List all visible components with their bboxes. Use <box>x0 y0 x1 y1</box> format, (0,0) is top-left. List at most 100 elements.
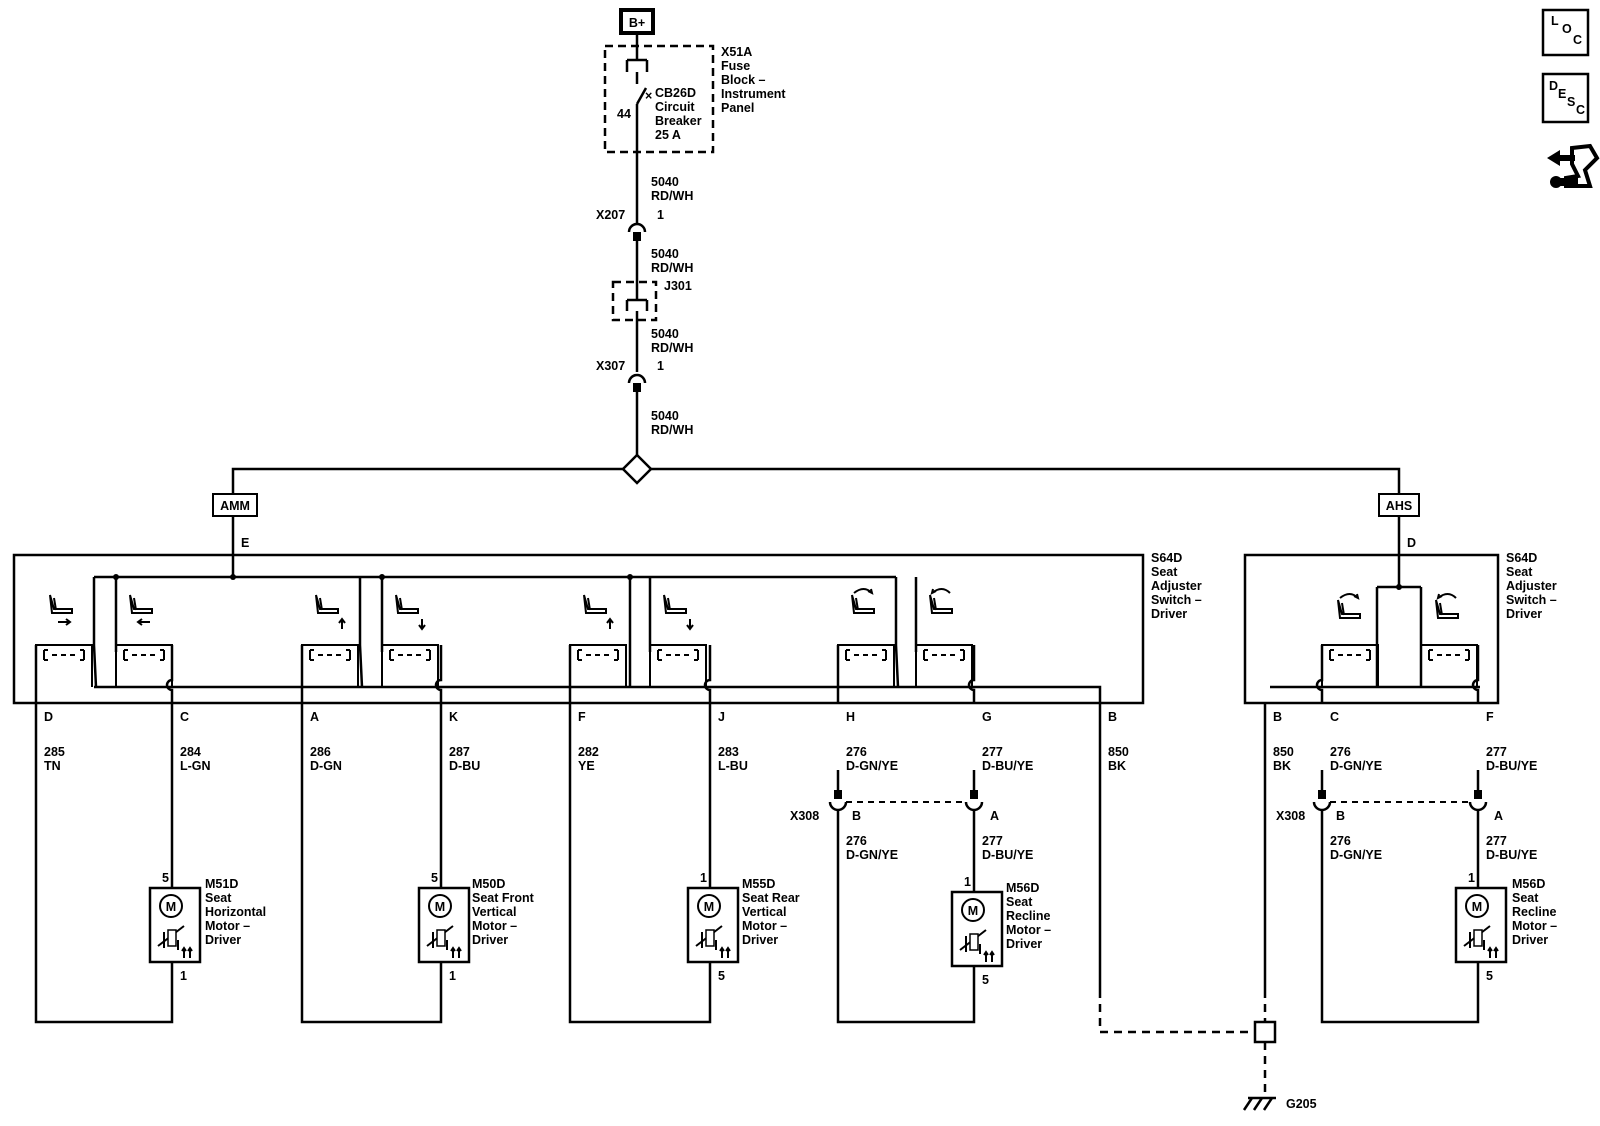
motor-m56d-right-symbol: M <box>1472 900 1482 914</box>
left-output-5-color: L-BU <box>718 759 748 773</box>
seat-icon-rear-vertical-a-arrow <box>606 617 614 629</box>
seat-icon-recline-b-arrow <box>930 588 951 595</box>
motor-m56d-right: M <box>1454 886 1508 964</box>
motor-m56d-right-conn-b-male <box>1318 790 1326 799</box>
motor-m56d-right-motor-return <box>1320 810 1480 1024</box>
fuse-block-bus-symbol <box>625 46 649 72</box>
motor-m56d-right-line-3: Motor – <box>1512 919 1557 933</box>
left-output-0-circuit: 285 <box>44 745 65 759</box>
connector-x307-pin: 1 <box>657 359 664 373</box>
motor-m50d-circle <box>428 894 452 918</box>
motor-m56d-left: M <box>950 890 1004 968</box>
seat-icon-horizontal-a-arrow <box>58 618 72 626</box>
left-output-5-hop <box>703 645 712 703</box>
motor-m56d-left-line-3: Motor – <box>1006 923 1051 937</box>
left-output-1-pin: C <box>180 710 189 724</box>
circuit-breaker-rating: 25 A <box>655 128 681 142</box>
switch-cell-rear-vertical-b <box>649 644 707 687</box>
motor-m56d-right-conn-pin-b: B <box>1336 809 1345 823</box>
motor-m56d-left-conn-ref: X308 <box>790 809 819 823</box>
switch-cell-recline-a-brackets <box>845 649 887 661</box>
switch-cell-front-vertical-a <box>301 644 359 687</box>
switch-cell-front-vertical-a-brackets <box>309 649 351 661</box>
motor-m56d-left-line-4: Driver <box>1006 937 1042 951</box>
motor-m50d-return-wire <box>300 703 443 1024</box>
seat-icon-front-vertical-a-arrow <box>338 617 346 629</box>
seat-icon-right-recline-a <box>1337 593 1361 619</box>
fuse-block-line-4: Panel <box>721 101 754 115</box>
motor-m56d-right-line-2: Recline <box>1512 905 1557 919</box>
location-view-icon[interactable]: L O C <box>1541 8 1590 57</box>
seat-icon-right-recline-b-shape <box>1435 599 1459 619</box>
motor-m50d-pin-bottom: 1 <box>449 969 456 983</box>
switch-cell-front-vertical-b-body <box>381 644 439 687</box>
left-output-1-circuit: 284 <box>180 745 201 759</box>
seat-icon-horizontal-b <box>129 594 153 626</box>
right-output-0-pin: C <box>1330 710 1339 724</box>
motor-m51d-pin-bottom: 1 <box>180 969 187 983</box>
motor-m56d-right-conn-a-female <box>1468 801 1488 812</box>
motor-m51d-circle <box>159 894 183 918</box>
motor-m55d-sensor <box>705 929 715 947</box>
svg-text:C: C <box>1573 33 1582 47</box>
feed-wire-4-color: RD/WH <box>651 423 693 437</box>
motor-m55d-line-2: Vertical <box>742 905 786 919</box>
seat-icon-recline-a-shape <box>851 594 875 614</box>
left-switch-ground-pin: B <box>1108 710 1117 724</box>
motor-m55d-ref: M55D <box>742 877 775 891</box>
power-source-label: B+ <box>629 16 645 30</box>
motor-m56d-left-conn-a-male <box>970 790 978 799</box>
motor-m56d-left-motor-return <box>836 810 976 1024</box>
motor-m50d-pin-top: 5 <box>431 871 438 885</box>
motor-m55d-pin-bottom: 5 <box>718 969 725 983</box>
navigation-arrows-icon[interactable] <box>1547 143 1600 188</box>
left-switch-line-5: Driver <box>1151 607 1187 621</box>
left-output-3-color: D-BU <box>449 759 480 773</box>
connector-x207 <box>627 222 647 241</box>
motor-m56d-right-wire-a-color: D-BU/YE <box>1486 848 1537 862</box>
connector-x207-ref: X207 <box>596 208 625 222</box>
feed-wire-4-circuit: 5040 <box>651 409 679 423</box>
fuse-block-ref: X51A <box>721 45 752 59</box>
motor-m51d-line-1: Seat <box>205 891 232 905</box>
svg-text:D: D <box>1549 79 1558 93</box>
fuse-block-x51a <box>603 44 715 154</box>
left-output-4-circuit: 282 <box>578 745 599 759</box>
left-output-5-pin: J <box>718 710 725 724</box>
left-output-6-color: D-GN/YE <box>846 759 898 773</box>
power-source-b-plus: B+ <box>619 8 655 35</box>
switch-cell-recline-b <box>915 644 973 687</box>
motor-m51d-symbol: M <box>166 900 176 914</box>
fuse-block-line-2: Block – <box>721 73 766 87</box>
seat-icon-recline-b <box>929 588 953 614</box>
motor-m51d-line-4: Driver <box>205 933 241 947</box>
left-output-4-color: YE <box>578 759 595 773</box>
seat-icon-right-recline-b <box>1435 593 1459 619</box>
motor-m56d-right-circle <box>1465 894 1489 918</box>
left-output-6-pin: H <box>846 710 855 724</box>
right-output-1-hop <box>1471 645 1480 703</box>
right-seat-adjuster-switch <box>1243 553 1500 705</box>
seat-icon-front-vertical-a <box>315 594 346 629</box>
circuit-breaker-line-2: Circuit <box>655 100 695 114</box>
motor-m56d-right-wire-a-circuit: 277 <box>1486 834 1507 848</box>
motor-m55d-circle <box>697 894 721 918</box>
circuit-breaker-ref: CB26D <box>655 86 696 100</box>
motor-m56d-left-conn-a-female <box>964 801 984 812</box>
description-view-icon[interactable]: D E S C <box>1541 72 1590 124</box>
motor-m56d-right-wire-b-circuit: 276 <box>1330 834 1351 848</box>
seat-icon-right-recline-b-arrow <box>1436 593 1457 600</box>
seat-icon-rear-vertical-a <box>583 594 614 629</box>
motor-m56d-left-conn-pin-b: B <box>852 809 861 823</box>
ground-g205-ref: G205 <box>1286 1097 1317 1111</box>
motor-m50d-line-1: Seat Front <box>472 891 535 905</box>
motor-m56d-left-sensor <box>969 933 979 951</box>
seat-icon-front-vertical-b <box>395 594 426 631</box>
left-switch-ground-circuit: 850 <box>1108 745 1129 759</box>
seat-icon-horizontal-a-shape <box>49 594 73 614</box>
left-output-0-color: TN <box>44 759 61 773</box>
seat-icon-front-vertical-b-arrow <box>418 619 426 631</box>
right-switch-ref: S64D <box>1506 551 1537 565</box>
seat-icon-rear-vertical-b-arrow <box>686 619 694 631</box>
motor-m56d-left-line-1: Seat <box>1006 895 1033 909</box>
